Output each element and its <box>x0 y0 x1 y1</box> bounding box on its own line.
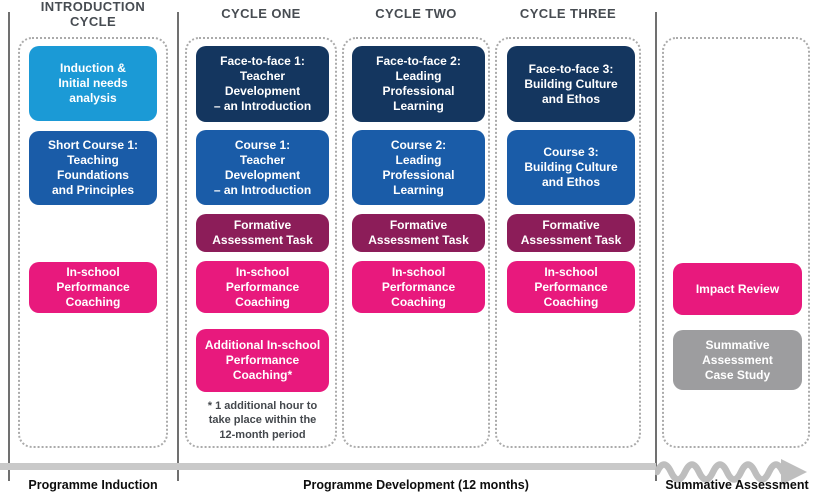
course-1-box: Course 1: Teacher Development – an Intro… <box>196 130 329 205</box>
cycle-three-formative-assessment-box: Formative Assessment Task <box>507 214 635 252</box>
cycle-one-in-school-coaching-box: In-school Performance Coaching <box>196 261 329 313</box>
programme-development-label: Programme Development (12 months) <box>303 478 529 492</box>
introduction-cycle-panel <box>18 37 168 448</box>
cycle-two-header: CYCLE TWO <box>375 6 457 21</box>
introduction-in-school-coaching-box: In-school Performance Coaching <box>29 262 157 313</box>
cycle-one-formative-assessment-box: Formative Assessment Task <box>196 214 329 252</box>
course-2-box: Course 2: Leading Professional Learning <box>352 130 485 205</box>
programme-induction-label: Programme Induction <box>28 478 158 492</box>
wavy-arrow-icon <box>655 459 807 485</box>
cycle-one-panel <box>185 37 337 448</box>
summative-case-study-box: Summative Assessment Case Study <box>673 330 802 390</box>
impact-review-box: Impact Review <box>673 263 802 315</box>
additional-coaching-footnote: * 1 additional hour to take place within… <box>207 400 318 441</box>
divider-line-right <box>655 12 657 481</box>
face-to-face-1-box: Face-to-face 1: Teacher Development – an… <box>196 46 329 122</box>
divider-line-left <box>8 12 10 481</box>
course-3-box: Course 3: Building Culture and Ethos <box>507 130 635 205</box>
additional-in-school-coaching-box: Additional In-school Performance Coachin… <box>196 329 329 392</box>
short-course-1-box: Short Course 1: Teaching Foundations and… <box>29 131 157 205</box>
cycle-three-in-school-coaching-box: In-school Performance Coaching <box>507 261 635 313</box>
summative-assessment-label: Summative Assessment <box>665 478 809 492</box>
cycle-one-header: CYCLE ONE <box>221 6 301 21</box>
cycle-three-header: CYCLE THREE <box>519 6 617 21</box>
introduction-cycle-header: INTRODUCTION CYCLE <box>40 0 146 29</box>
face-to-face-2-box: Face-to-face 2: Leading Professional Lea… <box>352 46 485 122</box>
cycle-two-formative-assessment-box: Formative Assessment Task <box>352 214 485 252</box>
induction-needs-analysis-box: Induction & Initial needs analysis <box>29 46 157 121</box>
cycle-two-in-school-coaching-box: In-school Performance Coaching <box>352 261 485 313</box>
divider-line-middle <box>177 12 179 481</box>
summative-panel <box>662 37 810 448</box>
timeline-bar <box>0 463 656 470</box>
face-to-face-3-box: Face-to-face 3: Building Culture and Eth… <box>507 46 635 122</box>
cycle-two-panel <box>342 37 490 448</box>
cycle-three-panel <box>495 37 641 448</box>
